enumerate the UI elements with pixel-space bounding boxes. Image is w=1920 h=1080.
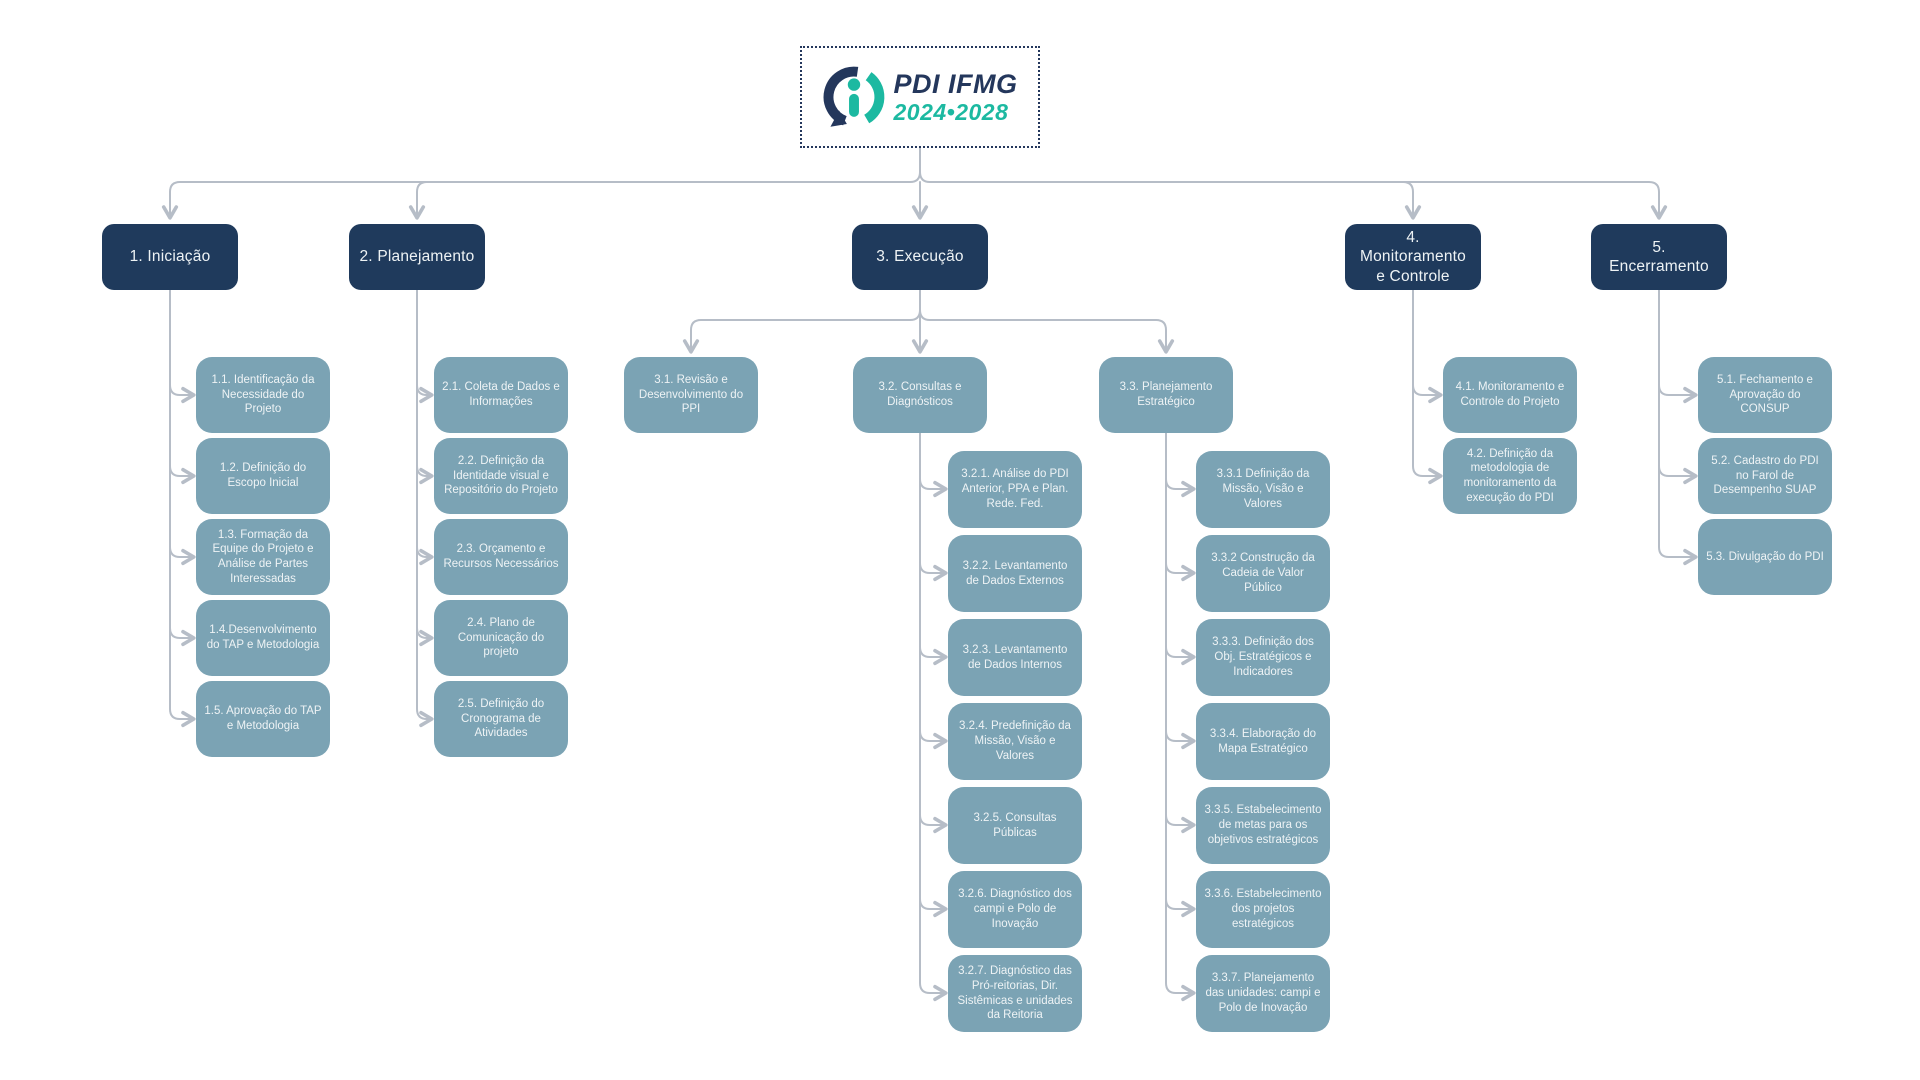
task-box-1-1: 1.1. Identificação da Necessidade do Pro… xyxy=(196,357,330,433)
task-box-4-2: 4.2. Definição da metodologia de monitor… xyxy=(1443,438,1577,514)
task-box-2-5-label: 2.5. Definição do Cronograma de Atividad… xyxy=(457,697,545,740)
task-box-1-4: 1.4.Desenvolvimento do TAP e Metodologia xyxy=(196,600,330,676)
task-box-5-2: 5.2. Cadastro do PDI no Farol de Desempe… xyxy=(1698,438,1832,514)
task-box-1-3: 1.3. Formação da Equipe do Projeto e Aná… xyxy=(196,519,330,595)
task-box-3-3-2: 3.3.2 Construção da Cadeia de Valor Públ… xyxy=(1196,535,1330,612)
task-box-3-2-5: 3.2.5. Consultas Públicas xyxy=(948,787,1082,864)
task-box-3-2-3: 3.2.3. Levantamento de Dados Internos xyxy=(948,619,1082,696)
phase-box-4: 4. Monitoramento e Controle xyxy=(1345,224,1481,290)
task-box-3-3-7: 3.3.7. Planejamento das unidades: campi … xyxy=(1196,955,1330,1032)
task-box-3-3-5-label: 3.3.5. Estabelecimento de metas para os … xyxy=(1204,804,1322,846)
task-box-2-1: 2.1. Coleta de Dados e Informações xyxy=(434,357,568,433)
task-box-3-2-4-label: 3.2.4. Predefinição da Missão, Visão e V… xyxy=(959,720,1071,762)
phase-box-3-label: 3. Execução xyxy=(876,248,964,266)
branch-box-3-2-label: 3.2. Consultas e Diagnósticos xyxy=(878,381,962,408)
task-box-2-2-label: 2.2. Definição da Identidade visual e Re… xyxy=(444,454,558,497)
task-box-1-5: 1.5. Aprovação do TAP e Metodologia xyxy=(196,681,330,757)
task-box-5-3: 5.3. Divulgação do PDI xyxy=(1698,519,1832,595)
logo-years-text: 2024•2028 xyxy=(893,98,1009,125)
phase-box-2: 2. Planejamento xyxy=(349,224,485,290)
task-box-2-2: 2.2. Definição da Identidade visual e Re… xyxy=(434,438,568,514)
task-box-5-2-label: 5.2. Cadastro do PDI no Farol de Desempe… xyxy=(1711,454,1819,497)
task-box-4-2-label: 4.2. Definição da metodologia de monitor… xyxy=(1463,447,1557,504)
task-box-3-3-4-label: 3.3.4. Elaboração do Mapa Estratégico xyxy=(1209,727,1317,755)
task-box-3-3-2-label: 3.3.2 Construção da Cadeia de Valor Públ… xyxy=(1211,552,1315,594)
task-box-5-1-label: 5.1. Fechamento e Aprovação do CONSUP xyxy=(1717,373,1813,416)
task-box-3-3-5: 3.3.5. Estabelecimento de metas para os … xyxy=(1196,787,1330,864)
task-box-2-4-label: 2.4. Plano de Comunicação do projeto xyxy=(457,616,545,659)
task-box-3-2-7: 3.2.7. Diagnóstico das Pró-reitorias, Di… xyxy=(948,955,1082,1032)
pdi-ifmg-logo-icon xyxy=(823,66,884,127)
task-box-3-3-3-label: 3.3.3. Definição dos Obj. Estratégicos e… xyxy=(1212,636,1314,678)
task-box-2-3: 2.3. Orçamento e Recursos Necessários xyxy=(434,519,568,595)
task-box-2-3-label: 2.3. Orçamento e Recursos Necessários xyxy=(443,543,559,570)
logo-box: PDI IFMG 2024•2028 xyxy=(800,46,1040,148)
task-box-1-4-label: 1.4.Desenvolvimento do TAP e Metodologia xyxy=(206,624,320,651)
logo-brand-text: PDI IFMG xyxy=(893,68,1018,99)
phase-box-4-label: 4. Monitoramento e Controle xyxy=(1360,228,1466,285)
phase-box-5-label: 5. Encerramento xyxy=(1609,238,1709,275)
task-box-2-5: 2.5. Definição do Cronograma de Atividad… xyxy=(434,681,568,757)
task-box-1-2: 1.2. Definição do Escopo Inicial xyxy=(196,438,330,514)
task-box-5-1: 5.1. Fechamento e Aprovação do CONSUP xyxy=(1698,357,1832,433)
task-box-3-2-2-label: 3.2.2. Levantamento de Dados Externos xyxy=(962,559,1068,587)
task-box-3-3-6-label: 3.3.6. Estabelecimento dos projetos estr… xyxy=(1204,888,1322,930)
task-box-1-5-label: 1.5. Aprovação do TAP e Metodologia xyxy=(204,705,322,732)
task-box-3-3-1: 3.3.1 Definição da Missão, Visão e Valor… xyxy=(1196,451,1330,528)
branch-box-3-3-label: 3.3. Planejamento Estratégico xyxy=(1119,381,1213,408)
task-box-2-4: 2.4. Plano de Comunicação do projeto xyxy=(434,600,568,676)
task-box-3-2-4: 3.2.4. Predefinição da Missão, Visão e V… xyxy=(948,703,1082,780)
task-box-3-3-1-label: 3.3.1 Definição da Missão, Visão e Valor… xyxy=(1216,468,1310,510)
task-box-1-3-label: 1.3. Formação da Equipe do Projeto e Aná… xyxy=(212,528,314,585)
branch-box-3-3: 3.3. Planejamento Estratégico xyxy=(1099,357,1233,433)
task-box-3-2-1-label: 3.2.1. Análise do PDI Anterior, PPA e Pl… xyxy=(961,468,1069,510)
task-box-3-3-4: 3.3.4. Elaboração do Mapa Estratégico xyxy=(1196,703,1330,780)
task-box-4-1-label: 4.1. Monitoramento e Controle do Projeto xyxy=(1455,381,1565,408)
task-box-5-3-label: 5.3. Divulgação do PDI xyxy=(1706,550,1824,563)
task-box-3-2-6: 3.2.6. Diagnóstico dos campi e Polo de I… xyxy=(948,871,1082,948)
task-box-3-2-2: 3.2.2. Levantamento de Dados Externos xyxy=(948,535,1082,612)
task-box-3-2-3-label: 3.2.3. Levantamento de Dados Internos xyxy=(962,643,1068,671)
phase-box-1-label: 1. Iniciação xyxy=(129,248,211,266)
branch-box-3-1: 3.1. Revisão e Desenvolvimento do PPI xyxy=(624,357,758,433)
phase-box-2-label: 2. Planejamento xyxy=(359,248,475,266)
phase-box-1: 1. Iniciação xyxy=(102,224,238,290)
task-box-1-2-label: 1.2. Definição do Escopo Inicial xyxy=(219,462,307,489)
task-box-3-3-6: 3.3.6. Estabelecimento dos projetos estr… xyxy=(1196,871,1330,948)
branch-box-3-2: 3.2. Consultas e Diagnósticos xyxy=(853,357,987,433)
task-box-3-2-1: 3.2.1. Análise do PDI Anterior, PPA e Pl… xyxy=(948,451,1082,528)
logo-text: PDI IFMG 2024•2028 xyxy=(893,68,1018,125)
task-box-3-2-7-label: 3.2.7. Diagnóstico das Pró-reitorias, Di… xyxy=(957,965,1073,1022)
task-box-1-1-label: 1.1. Identificação da Necessidade do Pro… xyxy=(211,373,315,416)
task-box-4-1: 4.1. Monitoramento e Controle do Projeto xyxy=(1443,357,1577,433)
task-box-3-2-6-label: 3.2.6. Diagnóstico dos campi e Polo de I… xyxy=(958,888,1072,930)
task-box-3-2-5-label: 3.2.5. Consultas Públicas xyxy=(973,811,1057,839)
branch-box-3-1-label: 3.1. Revisão e Desenvolvimento do PPI xyxy=(638,373,744,416)
phase-box-5: 5. Encerramento xyxy=(1591,224,1727,290)
phase-box-3: 3. Execução xyxy=(852,224,988,290)
task-box-3-3-7-label: 3.3.7. Planejamento das unidades: campi … xyxy=(1205,972,1321,1014)
task-box-3-3-3: 3.3.3. Definição dos Obj. Estratégicos e… xyxy=(1196,619,1330,696)
task-box-2-1-label: 2.1. Coleta de Dados e Informações xyxy=(442,381,560,408)
